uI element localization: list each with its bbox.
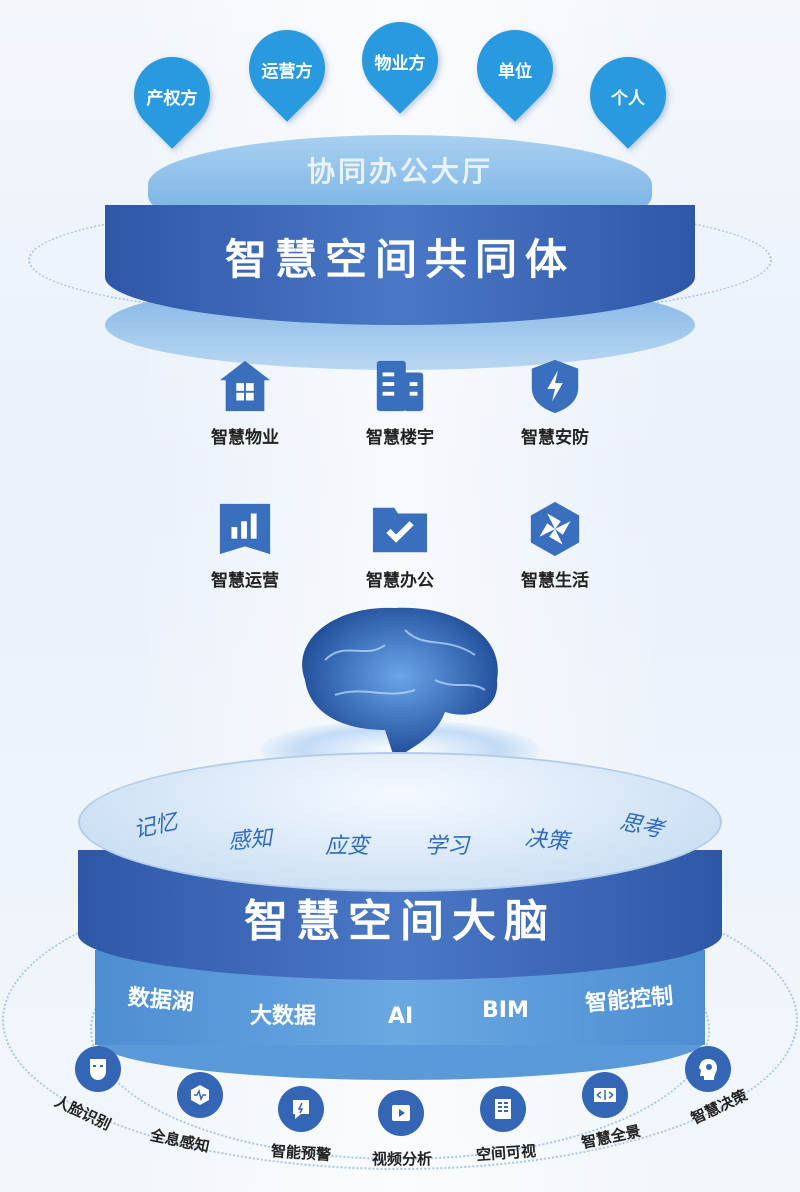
panorama-icon — [582, 1072, 628, 1118]
service-label: 智慧运营 — [211, 571, 279, 591]
shield-bolt-icon — [531, 359, 579, 414]
capability-label: 应变 — [325, 834, 370, 859]
stakeholder-label: 个人 — [611, 89, 645, 109]
feature-label: 视频分析 — [371, 1150, 432, 1168]
face-icon — [75, 1046, 121, 1092]
service-label: 智慧物业 — [211, 428, 279, 448]
service-item: 智慧物业 — [185, 357, 305, 448]
community-band — [105, 205, 695, 325]
capability-label: 感知 — [227, 826, 274, 855]
pinwheel-icon — [530, 501, 580, 557]
video-icon — [378, 1090, 424, 1136]
service-item: 智慧安防 — [495, 357, 615, 448]
capability-label: 学习 — [425, 834, 470, 859]
stakeholder-label: 运营方 — [261, 62, 313, 82]
technology-label: AI — [388, 1004, 414, 1029]
service-item: 智慧运营 — [185, 500, 305, 591]
building-icon — [480, 1086, 526, 1132]
service-label: 智慧办公 — [366, 571, 434, 591]
bar-chart-icon — [219, 503, 271, 555]
technology-label: 数据湖 — [126, 985, 195, 1016]
technology-label: 大数据 — [250, 1004, 317, 1029]
brain-illustration — [302, 607, 498, 760]
brain-title: 智慧空间大脑 — [244, 896, 556, 947]
capability-label: 决策 — [523, 826, 570, 855]
folder-check-icon — [372, 507, 428, 553]
hall-title: 协同办公大厅 — [306, 155, 493, 188]
pulse-icon — [177, 1072, 223, 1118]
alert-icon — [278, 1086, 324, 1132]
service-label: 智慧楼宇 — [366, 428, 434, 448]
stakeholder-label: 产权方 — [146, 89, 198, 109]
building-icon — [376, 360, 424, 412]
community-title: 智慧空间共同体 — [224, 235, 575, 284]
head-brain-icon — [685, 1046, 731, 1092]
technology-label: BIM — [482, 998, 529, 1023]
stakeholder-label: 物业方 — [374, 54, 426, 74]
service-item: 智慧生活 — [495, 500, 615, 591]
service-item: 智慧楼宇 — [340, 357, 460, 448]
stakeholder-label: 单位 — [498, 62, 532, 82]
brain-platform-top — [78, 752, 722, 892]
service-label: 智慧安防 — [521, 428, 589, 448]
house-icon — [219, 360, 271, 412]
service-item: 智慧办公 — [340, 500, 460, 591]
service-label: 智慧生活 — [521, 571, 589, 591]
